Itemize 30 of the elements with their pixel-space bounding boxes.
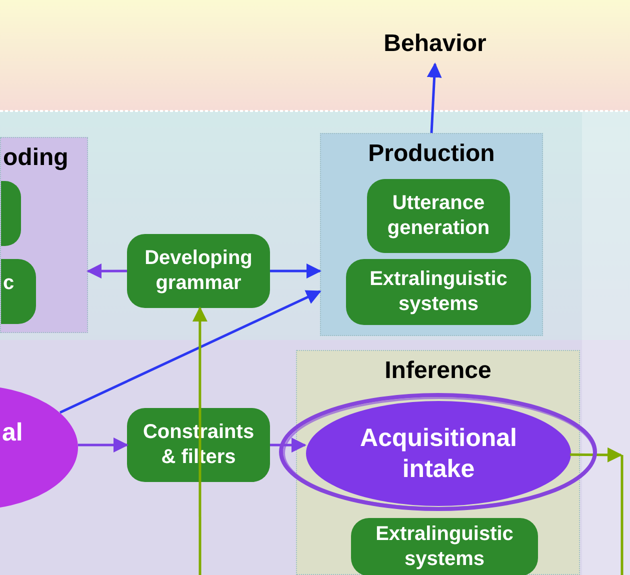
arrow [570,447,622,462]
box-label: Utterance generation [386,191,491,241]
panel [296,350,580,575]
panel [0,137,88,333]
panel-heading: Production [367,140,496,168]
ellipse-node [306,401,571,506]
box-label: Extralinguistic systems [368,267,508,317]
process-box [367,179,510,253]
process-box [351,518,538,575]
process-box [127,234,270,308]
box-label: c [3,271,14,296]
node-label: Acquisitional intake [359,422,518,484]
arrow [78,438,128,452]
process-box [346,259,531,325]
box-label: Extralinguistic systems [374,522,514,572]
panel-heading: Inference [384,357,492,385]
box-label: Developing grammar [144,246,254,296]
process-box [1,259,36,324]
arrow [270,264,322,279]
process-box [127,408,270,482]
process-box [1,181,21,246]
panel-heading: oding [3,144,70,172]
arrow [192,306,208,575]
arrow [86,264,127,279]
output-label: Behavior [375,30,495,64]
arrow [60,290,322,414]
panel [320,133,543,336]
box-label: Constraints & filters [142,420,254,470]
arrow [426,62,442,134]
node-label: al [2,416,24,448]
